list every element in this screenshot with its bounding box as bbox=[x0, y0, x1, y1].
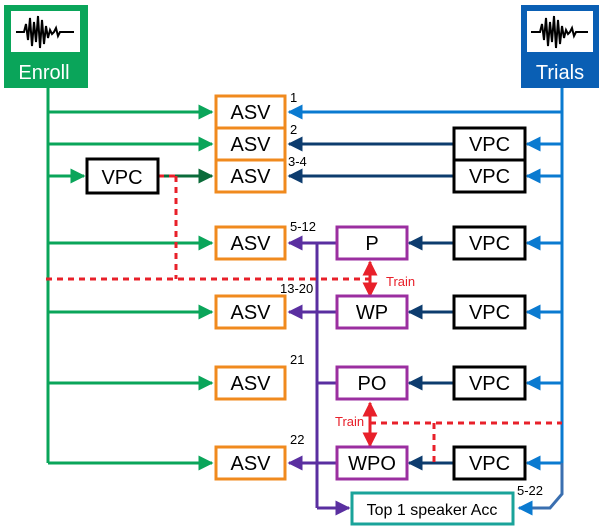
row-number: 22 bbox=[290, 432, 304, 447]
train-label-1: Train bbox=[386, 274, 415, 289]
trials-vpc-box: VPC bbox=[452, 126, 527, 162]
vpc-label: VPC bbox=[469, 134, 510, 156]
attacker-label: PO bbox=[358, 373, 387, 395]
vpc-label: VPC bbox=[469, 373, 510, 395]
trials-arrows bbox=[287, 104, 562, 471]
attacker-label: WPO bbox=[348, 453, 396, 475]
attacker-output-arrows bbox=[287, 235, 351, 516]
vpc-label: VPC bbox=[469, 302, 510, 324]
attacker-box: WPO bbox=[335, 445, 409, 481]
asv-label: ASV bbox=[230, 302, 271, 324]
asv-box: ASV bbox=[214, 158, 287, 194]
trials-block: Trials bbox=[521, 5, 599, 88]
vpc-output-arrows bbox=[287, 136, 455, 471]
asv-label: ASV bbox=[230, 134, 271, 156]
attacker-box: WP bbox=[335, 294, 409, 330]
asv-box: ASV bbox=[214, 94, 287, 130]
asv-label: ASV bbox=[230, 166, 271, 188]
trials-vpc-box: VPC bbox=[452, 225, 527, 261]
vpc-label: VPC bbox=[469, 233, 510, 255]
trials-vpc-box: VPC bbox=[452, 294, 527, 330]
train-lines bbox=[46, 174, 562, 463]
row-number: 1 bbox=[290, 90, 297, 105]
asv-label: ASV bbox=[230, 102, 271, 124]
row-number: 21 bbox=[290, 352, 304, 367]
asv-box: ASV bbox=[214, 294, 287, 330]
train-label-2: Train bbox=[335, 414, 364, 429]
waveform-icon bbox=[16, 15, 74, 49]
vpc-label: VPC bbox=[469, 453, 510, 475]
vpc-label: VPC bbox=[469, 166, 510, 188]
row-number: 5-12 bbox=[290, 219, 316, 234]
trials-label: Trials bbox=[536, 62, 584, 84]
enroll-vpc-box: VPC bbox=[85, 157, 160, 195]
row-number: 2 bbox=[290, 122, 297, 137]
asv-box: ASV bbox=[214, 445, 287, 481]
row-number: 3-4 bbox=[288, 154, 307, 169]
asv-box: ASV bbox=[214, 225, 287, 261]
enroll-arrows bbox=[48, 104, 214, 471]
enroll-block: Enroll bbox=[4, 5, 88, 88]
result-label: Top 1 speaker Acc bbox=[367, 502, 498, 519]
result-number: 5-22 bbox=[517, 483, 543, 498]
asv-label: ASV bbox=[230, 233, 271, 255]
row-number: 13-20 bbox=[280, 281, 313, 296]
trials-vpc-box: VPC bbox=[452, 158, 527, 194]
waveform-icon bbox=[531, 15, 588, 49]
asv-box: ASV bbox=[214, 365, 287, 401]
asv-box: ASV bbox=[214, 126, 287, 162]
svg-text:VPC: VPC bbox=[101, 167, 142, 189]
attacker-label: WP bbox=[356, 302, 388, 324]
enroll-label: Enroll bbox=[18, 62, 69, 84]
attacker-box: P bbox=[335, 225, 409, 261]
trials-vpc-box: VPC bbox=[452, 445, 527, 481]
trials-vpc-box: VPC bbox=[452, 365, 527, 401]
top1-speaker-acc-box: Top 1 speaker Acc bbox=[350, 491, 515, 526]
attacker-label: P bbox=[365, 233, 378, 255]
asv-label: ASV bbox=[230, 453, 271, 475]
trials-to-result-arrow bbox=[517, 463, 564, 516]
attacker-box: PO bbox=[335, 365, 409, 401]
asv-label: ASV bbox=[230, 373, 271, 395]
